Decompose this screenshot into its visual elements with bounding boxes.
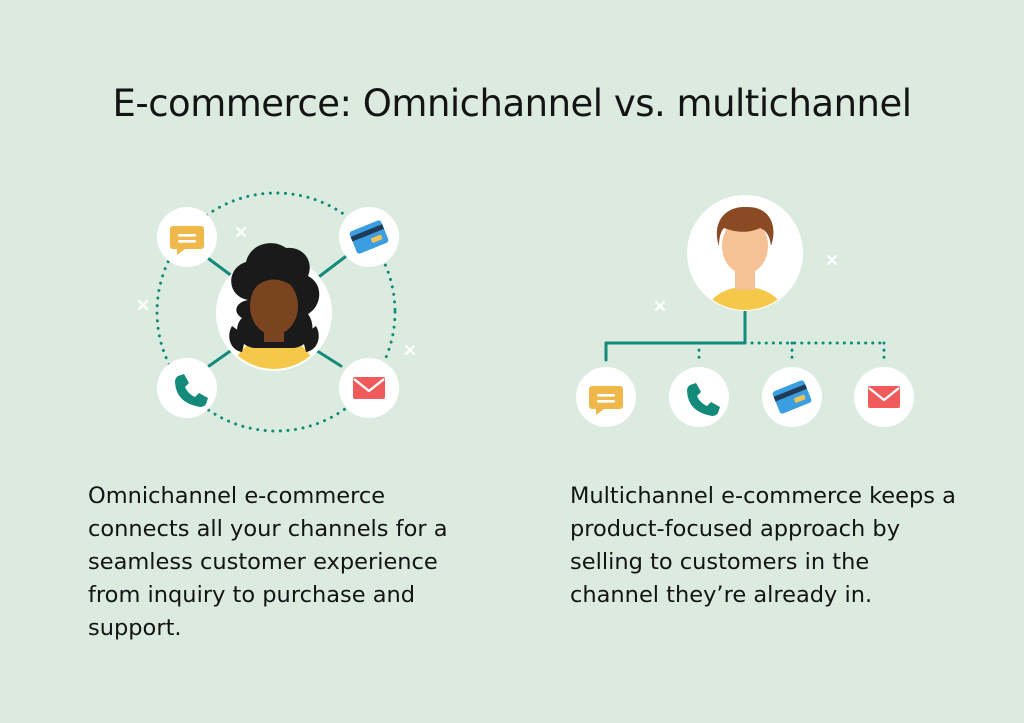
omnichannel-orbit xyxy=(155,191,397,433)
multichannel-diagram xyxy=(576,195,914,427)
phone-icon xyxy=(669,367,729,427)
avatar xyxy=(216,243,332,371)
avatar xyxy=(687,195,803,311)
omnichannel-diagram xyxy=(137,191,416,433)
multichannel-dotted-connectors xyxy=(697,341,886,364)
email-icon xyxy=(339,358,399,418)
multichannel-description: Multichannel e-commerce keeps a product-… xyxy=(570,483,956,608)
page-title: E-commerce: Omnichannel vs. multichannel xyxy=(112,82,912,125)
email-icon xyxy=(854,367,914,427)
chat-bubble-icon xyxy=(576,367,636,427)
multichannel-connectors xyxy=(604,310,747,362)
phone-icon xyxy=(157,358,217,418)
chat-bubble-icon xyxy=(157,207,217,267)
decorative-cross-marks xyxy=(137,226,416,356)
credit-card-icon xyxy=(339,207,399,267)
decorative-cross-marks xyxy=(654,254,838,312)
omnichannel-description: Omnichannel e-commerce connects all your… xyxy=(88,483,448,641)
credit-card-icon xyxy=(762,367,822,427)
